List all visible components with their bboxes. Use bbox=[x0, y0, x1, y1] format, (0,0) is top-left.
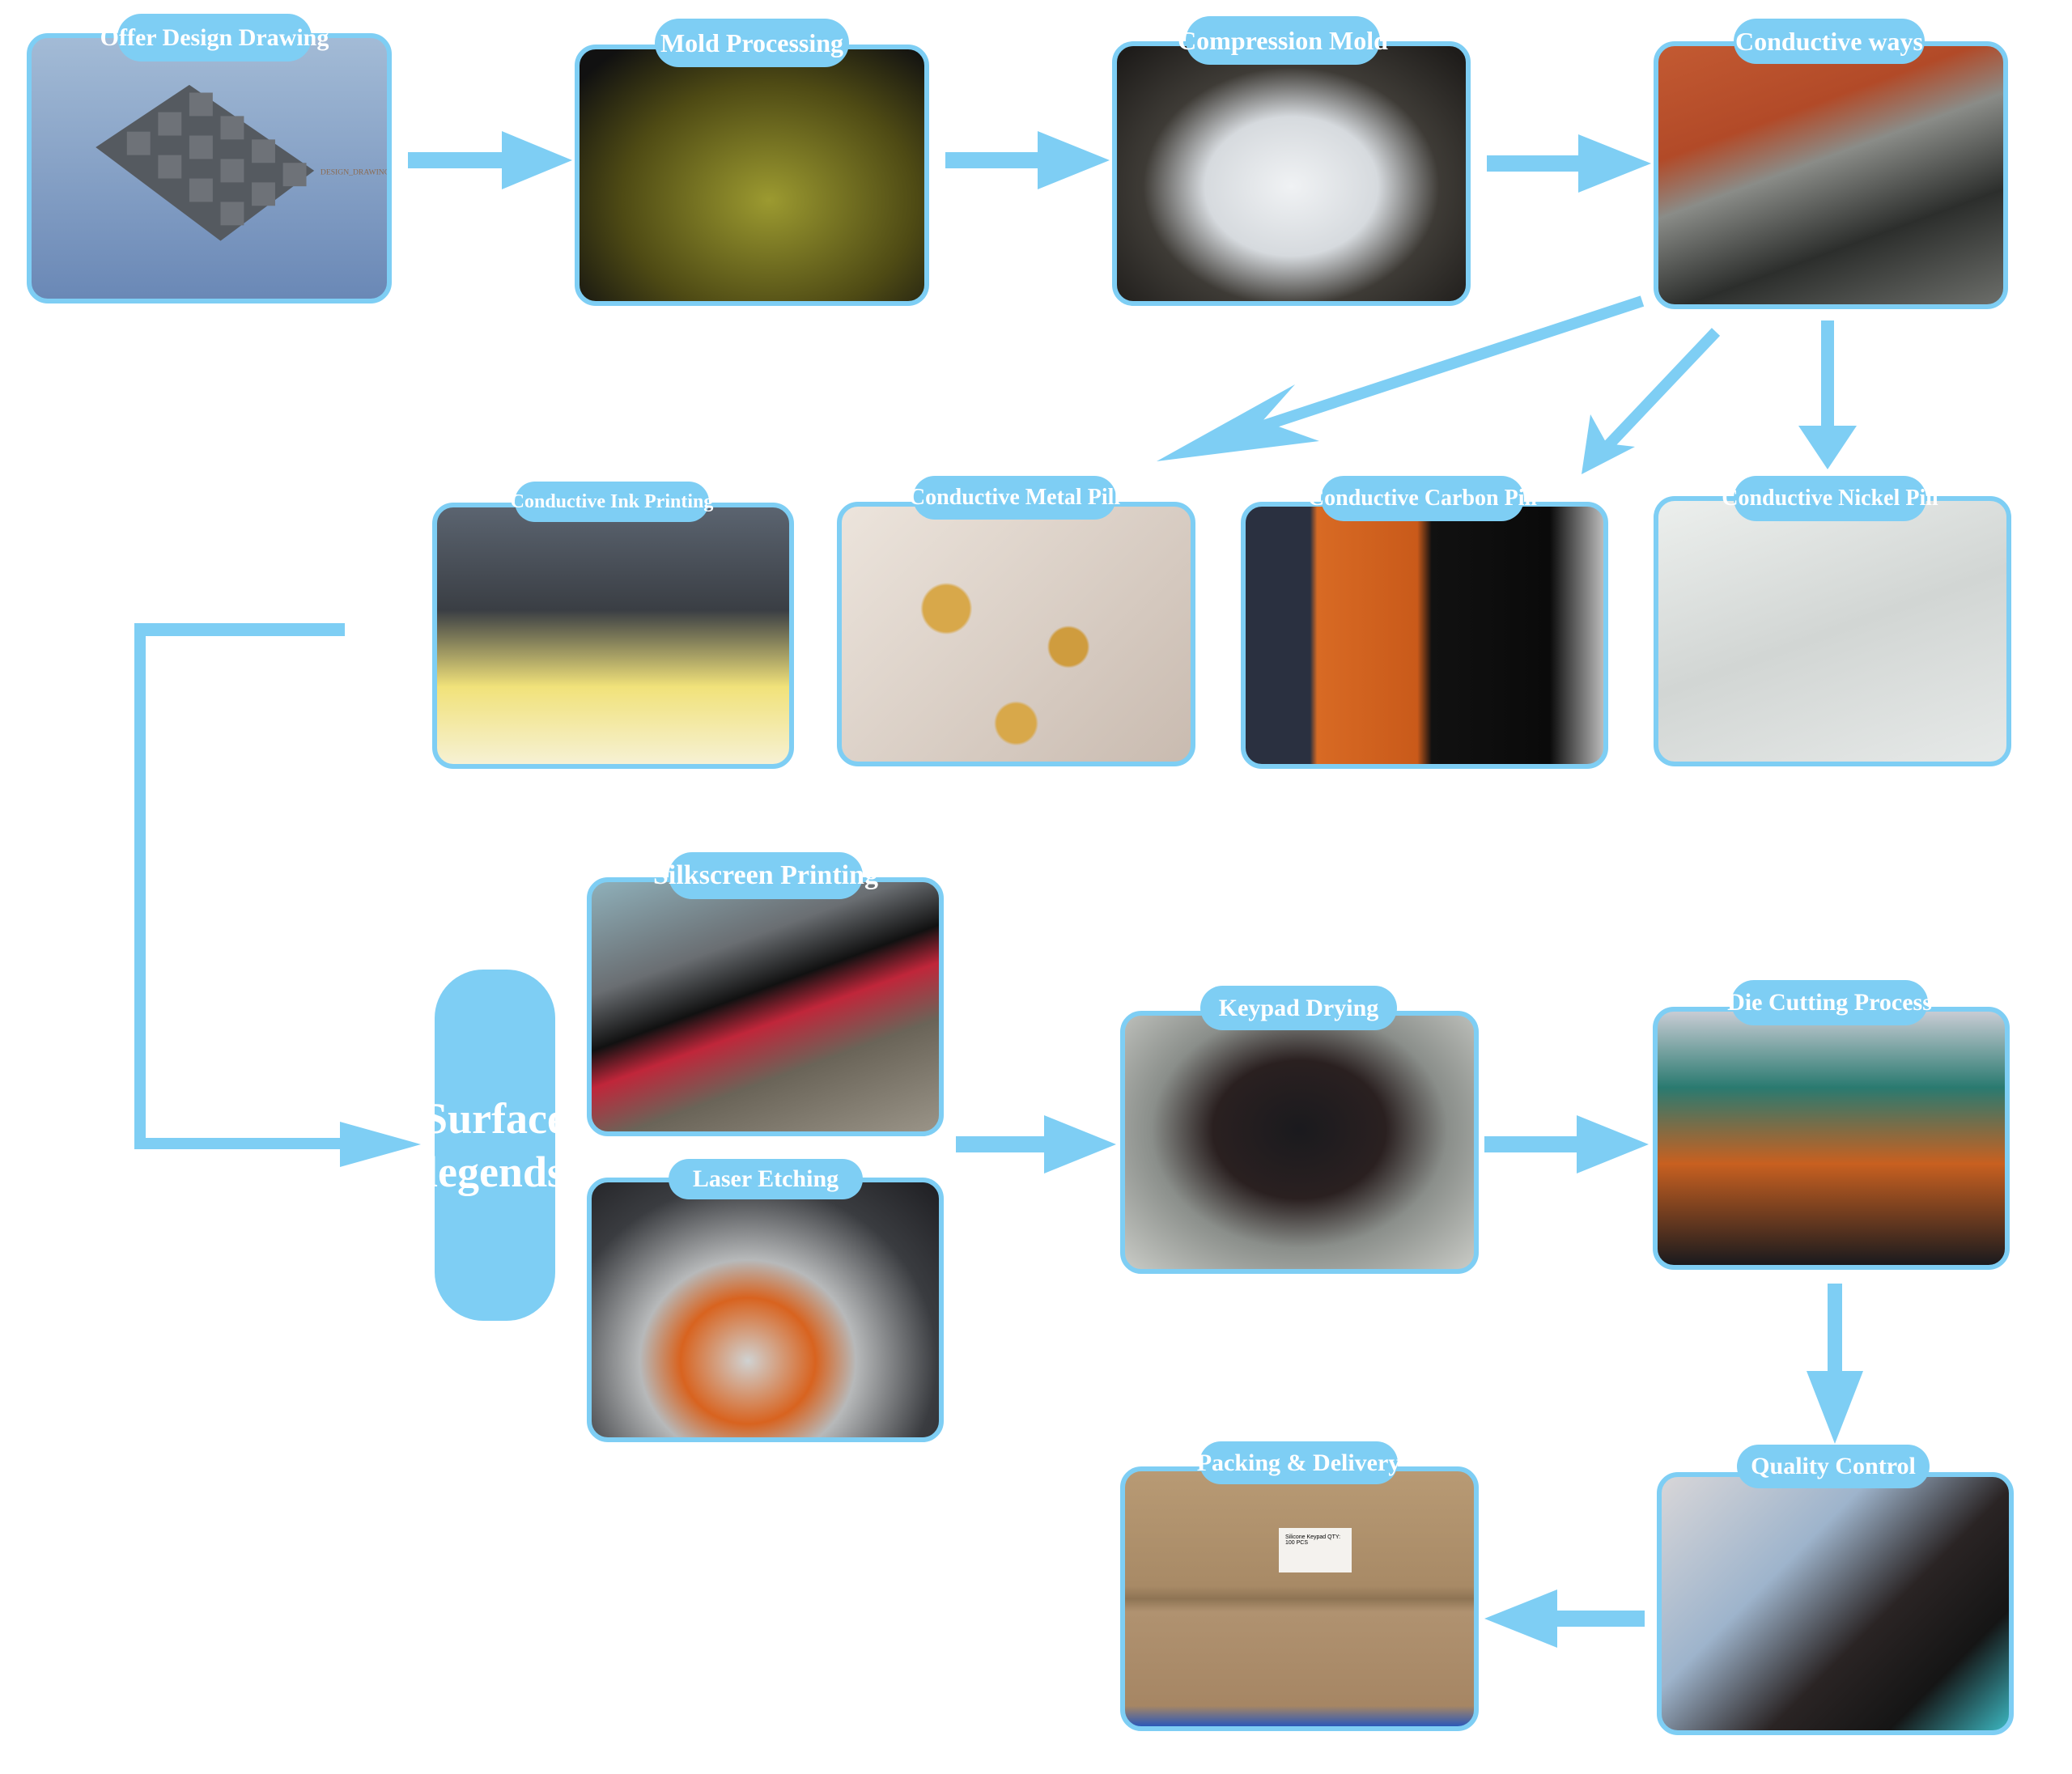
step-conductive-nickel-pill: Conductive Nickel Pill bbox=[1654, 476, 2011, 766]
arrow-head-carbon-pill bbox=[1582, 414, 1635, 474]
box-shipping-label: Silicone Keypad QTY: 100 PCS bbox=[1279, 1528, 1352, 1572]
step-label: Silkscreen Printing bbox=[653, 852, 878, 899]
step-conductive-metal-pill: Conductive Metal Pill bbox=[837, 476, 1195, 766]
step-label: Die Cutting Process bbox=[1727, 980, 1932, 1025]
arrow-diecut-to-qc bbox=[1807, 1284, 1863, 1444]
step-conductive-ways: Conductive ways bbox=[1654, 19, 2008, 309]
keypad-cad-model-icon: DESIGN_DRAWING bbox=[96, 84, 387, 241]
step-label: Quality Control bbox=[1737, 1445, 1930, 1488]
arrow-offer-to-mold bbox=[408, 131, 572, 189]
design-drawing-image: DESIGN_DRAWING bbox=[27, 33, 392, 303]
step-label: Compression Mold bbox=[1178, 16, 1388, 65]
nickel-pill-image bbox=[1654, 496, 2011, 766]
step-label: Conductive Carbon Pill bbox=[1308, 476, 1537, 521]
step-label: Conductive ways bbox=[1734, 19, 1925, 64]
step-silkscreen-printing: Silkscreen Printing bbox=[587, 852, 944, 1136]
step-label: Mold Processing bbox=[655, 19, 849, 67]
step-label: Packing & Delivery bbox=[1197, 1441, 1400, 1484]
step-keypad-drying: Keypad Drying bbox=[1120, 986, 1479, 1274]
conductive-ink-printing-image bbox=[432, 503, 794, 769]
step-compression-mold: Compression Mold bbox=[1112, 16, 1471, 306]
step-label: Conductive Nickel Pill bbox=[1722, 476, 1938, 521]
keypad-drying-image bbox=[1120, 1011, 1479, 1274]
step-conductive-ink-printing: Conductive Ink Printing bbox=[432, 482, 794, 769]
arrow-bracket-to-surface bbox=[134, 623, 421, 1167]
step-label: Laser Etching bbox=[669, 1159, 863, 1199]
packing-delivery-image: Silicone Keypad QTY: 100 PCS bbox=[1120, 1466, 1479, 1731]
arrow-keypad-to-diecut bbox=[1484, 1115, 1649, 1173]
silkscreen-printing-image bbox=[587, 877, 944, 1136]
step-quality-control: Quality Control bbox=[1657, 1445, 2014, 1735]
surface-legends-label: Surface legends bbox=[423, 970, 567, 1321]
metal-pill-image bbox=[837, 502, 1195, 766]
step-packing-delivery: Silicone Keypad QTY: 100 PCS Packing & D… bbox=[1120, 1441, 1479, 1731]
compression-mold-image bbox=[1112, 41, 1471, 306]
arrow-qc-to-packing bbox=[1484, 1589, 1645, 1648]
quality-control-image bbox=[1657, 1472, 2014, 1735]
step-label: Offer Design Drawing bbox=[100, 14, 329, 62]
arrow-right-keypad bbox=[956, 1115, 1116, 1173]
step-conductive-carbon-pill: Conductive Carbon Pill bbox=[1241, 476, 1608, 769]
step-laser-etching: Laser Etching bbox=[587, 1159, 944, 1442]
drawing-annotation: DESIGN_DRAWING bbox=[321, 168, 387, 177]
laser-etching-image bbox=[587, 1178, 944, 1442]
die-cutting-image bbox=[1653, 1007, 2010, 1270]
step-label: Conductive Ink Printing bbox=[511, 482, 713, 522]
arrow-head-metal-pill bbox=[1157, 384, 1319, 461]
step-label: Keypad Drying bbox=[1200, 986, 1397, 1030]
arrow-to-nickel bbox=[1798, 320, 1857, 469]
step-offer-design-drawing: DESIGN_DRAWING Offer Design Drawing bbox=[27, 14, 392, 303]
carbon-pill-image bbox=[1241, 502, 1608, 769]
step-label: Conductive Metal Pill bbox=[909, 476, 1120, 520]
step-mold-processing: Mold Processing bbox=[575, 19, 929, 306]
step-die-cutting-process: Die Cutting Process bbox=[1653, 980, 2010, 1270]
mold-processing-image bbox=[575, 45, 929, 306]
arrow-compression-to-conductive bbox=[1487, 134, 1651, 193]
arrow-mold-to-compression bbox=[945, 131, 1110, 189]
arrow-to-carbon-pill bbox=[1594, 328, 1721, 460]
conductive-ways-image bbox=[1654, 41, 2008, 309]
